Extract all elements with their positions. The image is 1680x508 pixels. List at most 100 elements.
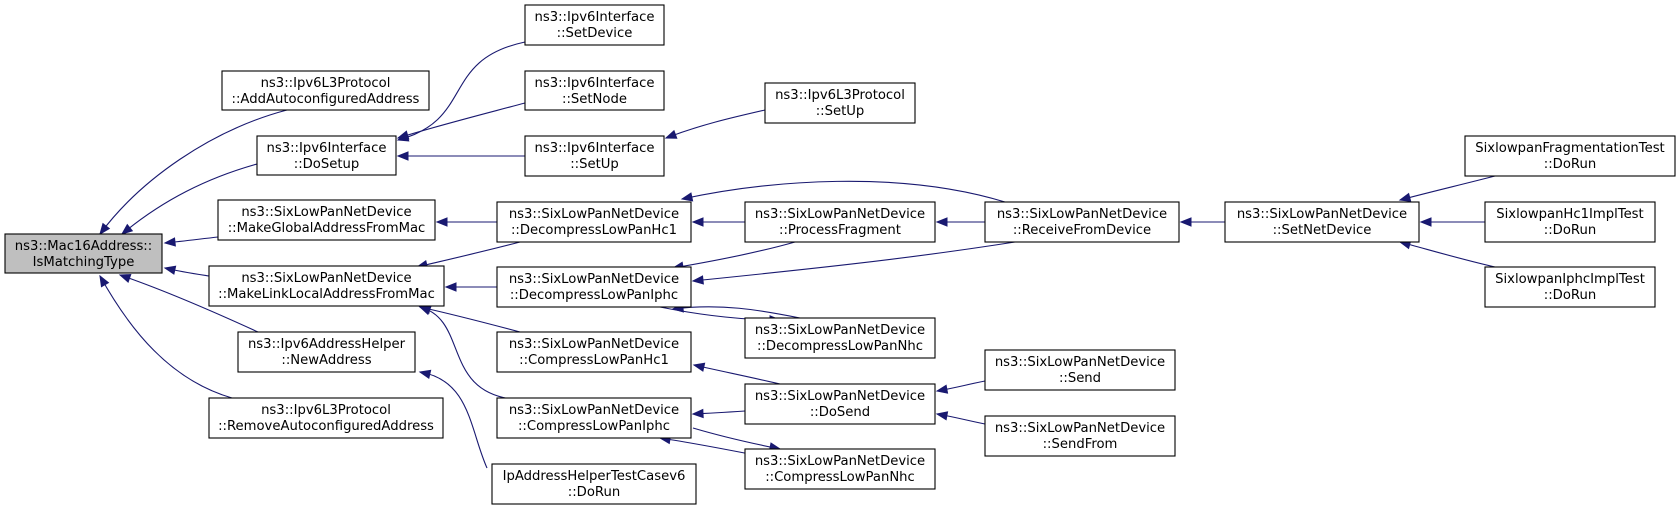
node-makelinklocal[interactable]: ns3::SixLowPanNetDevice::MakeLinkLocalAd… <box>208 265 445 307</box>
node-procfrag[interactable]: ns3::SixLowPanNetDevice::ProcessFragment <box>744 201 936 243</box>
node-deciphc[interactable]: ns3::SixLowPanNetDevice::DecompressLowPa… <box>496 266 692 308</box>
arrowhead-icon <box>435 217 448 227</box>
node-iphctest[interactable]: SixlowpanIphcImplTest::DoRun <box>1484 266 1656 308</box>
arrowhead-icon <box>444 282 457 292</box>
node-box <box>237 331 416 373</box>
node-label-line: ns3::SixLowPanNetDevice <box>509 272 679 287</box>
node-label-line: ns3::Mac16Address:: <box>15 239 152 254</box>
node-box <box>208 265 445 307</box>
edge-sendfrom-to-dosend <box>935 411 986 425</box>
edge-line <box>1399 241 1496 268</box>
node-compnhc[interactable]: ns3::SixLowPanNetDevice::CompressLowPanN… <box>744 448 936 490</box>
node-label-line: ::NewAddress <box>281 353 371 368</box>
node-box <box>524 135 665 177</box>
node-setnetdev[interactable]: ns3::SixLowPanNetDevice::SetNetDevice <box>1224 201 1420 243</box>
arrowhead-icon <box>99 222 111 236</box>
node-dechc1[interactable]: ns3::SixLowPanNetDevice::DecompressLowPa… <box>496 201 692 243</box>
node-recvfromdev[interactable]: ns3::SixLowPanNetDevice::ReceiveFromDevi… <box>984 201 1180 243</box>
node-label-line: IpAddressHelperTestCasev6 <box>503 469 686 484</box>
node-box <box>208 397 444 439</box>
arrowhead-icon <box>692 362 706 372</box>
node-label-line: ::CompressLowPanNhc <box>765 470 915 485</box>
arrowhead-icon <box>418 306 432 316</box>
edge-dosend-to-comphc1 <box>692 362 781 385</box>
node-sendfrom[interactable]: ns3::SixLowPanNetDevice::SendFrom <box>984 415 1176 457</box>
node-dosetup[interactable]: ns3::Ipv6Interface::DoSetup <box>256 135 397 176</box>
edge-recvfromdev-to-dechc1 <box>680 180 1006 203</box>
node-newaddress[interactable]: ns3::Ipv6AddressHelper::NewAddress <box>237 331 416 373</box>
edge-dosetup-to-root <box>120 163 258 235</box>
node-box <box>764 82 916 124</box>
node-label-line: ns3::Ipv6Interface <box>534 141 654 156</box>
node-label-line: IsMatchingType <box>33 255 135 270</box>
node-l3setup[interactable]: ns3::Ipv6L3Protocol::SetUp <box>764 82 916 124</box>
edge-iptest-to-newaddress <box>418 369 488 469</box>
node-label-line: ns3::Ipv6L3Protocol <box>261 76 391 91</box>
arrowhead-icon <box>396 130 410 140</box>
edge-procfrag-to-deciphc <box>671 241 796 271</box>
node-label-line: ns3::SixLowPanNetDevice <box>755 454 925 469</box>
node-label-line: ::ReceiveFromDevice <box>1013 223 1151 238</box>
node-label-line: ::RemoveAutoconfiguredAddress <box>218 419 434 434</box>
arrowhead-icon <box>935 217 948 227</box>
node-label-line: ::DecompressLowPanNhc <box>757 339 923 354</box>
arrowhead-icon <box>1179 217 1192 227</box>
node-label-line: ns3::Ipv6AddressHelper <box>248 337 406 352</box>
edge-dosend-to-compiphc <box>691 408 746 419</box>
edge-iphctest-to-setnetdev <box>1398 240 1496 268</box>
arrowhead-icon <box>691 408 704 419</box>
node-decnhc[interactable]: ns3::SixLowPanNetDevice::DecompressLowPa… <box>744 317 936 359</box>
node-box <box>496 331 692 373</box>
arrowhead-icon <box>691 275 704 285</box>
edge-decnhc-to-deciphc <box>671 303 801 319</box>
node-label-line: ::DoRun <box>1544 223 1596 238</box>
node-label-line: ns3::SixLowPanNetDevice <box>509 403 679 418</box>
node-box <box>491 463 697 505</box>
node-label-line: ::DoSend <box>810 405 870 420</box>
node-hc1test[interactable]: SixlowpanHc1ImplTest::DoRun <box>1484 201 1656 243</box>
edge-recvfromdev-to-procfrag <box>935 217 985 227</box>
edge-line <box>693 364 781 385</box>
node-box <box>1224 201 1420 243</box>
edge-fragtest-to-setnetdev <box>1398 175 1496 202</box>
edge-line <box>416 241 521 268</box>
arrowhead-icon <box>99 274 110 288</box>
node-label-line: ns3::SixLowPanNetDevice <box>509 337 679 352</box>
node-comphc1[interactable]: ns3::SixLowPanNetDevice::CompressLowPanH… <box>496 331 692 373</box>
node-compiphc[interactable]: ns3::SixLowPanNetDevice::CompressLowPanI… <box>496 397 692 439</box>
edge-removeauto-to-root <box>99 274 233 399</box>
node-label-line: ::MakeGlobalAddressFromMac <box>228 221 426 236</box>
edge-line <box>397 102 526 139</box>
node-iptest[interactable]: IpAddressHelperTestCasev6::DoRun <box>491 463 697 505</box>
node-dosend[interactable]: ns3::SixLowPanNetDevice::DoSend <box>744 383 936 425</box>
node-label-line: ns3::SixLowPanNetDevice <box>1237 207 1407 222</box>
node-fragtest[interactable]: SixlowpanFragmentationTest::DoRun <box>1464 135 1676 177</box>
node-label-line: ns3::SixLowPanNetDevice <box>241 271 411 286</box>
edge-setnode-to-dosetup <box>396 102 526 140</box>
node-box <box>496 266 692 308</box>
edge-ifsetup-to-dosetup <box>396 151 526 161</box>
edge-line <box>119 274 259 333</box>
edge-compiphc-to-compnhc <box>692 427 782 452</box>
node-label-line: ::SendFrom <box>1043 437 1118 452</box>
node-addauto[interactable]: ns3::Ipv6L3Protocol::AddAutoconfiguredAd… <box>221 70 430 111</box>
node-box <box>744 448 936 490</box>
node-makeglobal[interactable]: ns3::SixLowPanNetDevice::MakeGlobalAddre… <box>217 199 436 241</box>
node-send[interactable]: ns3::SixLowPanNetDevice::Send <box>984 349 1176 391</box>
edge-line <box>672 241 796 269</box>
node-setnode[interactable]: ns3::Ipv6Interface::SetNode <box>524 70 665 111</box>
edge-line <box>692 241 1016 282</box>
node-root[interactable]: ns3::Mac16Address::IsMatchingType <box>4 233 163 274</box>
node-label-line: ns3::SixLowPanNetDevice <box>997 207 1167 222</box>
node-label-line: ns3::Ipv6Interface <box>266 141 386 156</box>
node-box <box>221 70 430 111</box>
node-setdevice[interactable]: ns3::Ipv6Interface::SetDevice <box>524 4 665 46</box>
node-ifsetup[interactable]: ns3::Ipv6Interface::SetUp <box>524 135 665 177</box>
edge-line <box>419 306 521 333</box>
node-label-line: ::DoRun <box>568 485 620 500</box>
arrowhead-icon <box>418 369 432 379</box>
node-box <box>984 349 1176 391</box>
node-removeauto[interactable]: ns3::Ipv6L3Protocol::RemoveAutoconfigure… <box>208 397 444 439</box>
node-box <box>256 135 397 176</box>
